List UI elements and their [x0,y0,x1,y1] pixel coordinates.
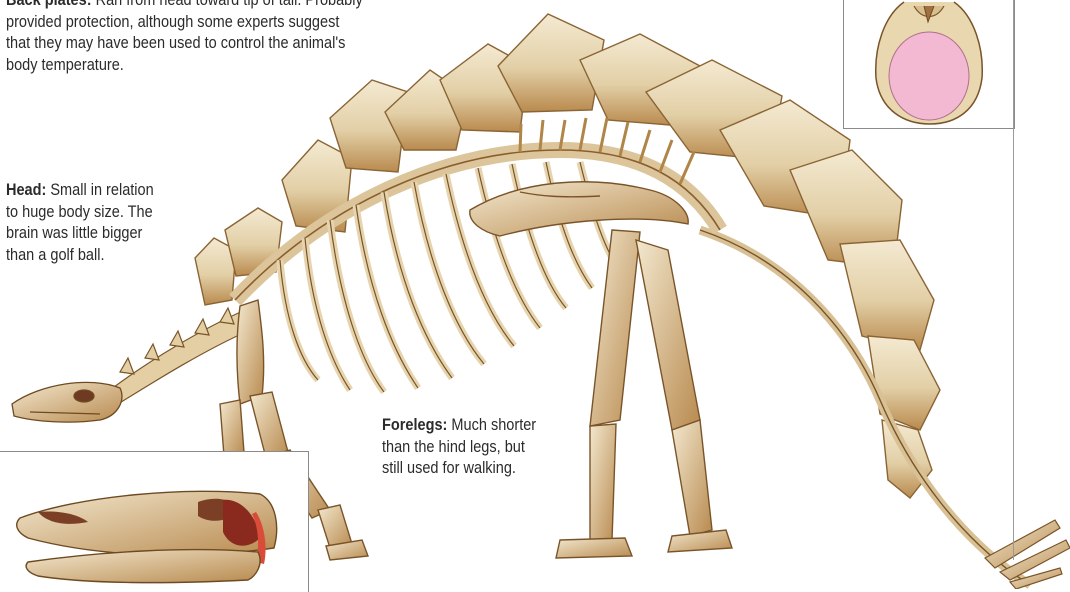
caption-back-plates: Back plates: Ran from head toward tip of… [6,0,367,76]
frame-divider [1013,0,1014,560]
caption-forelegs-label: Forelegs: [382,416,447,434]
tail-spikes [985,520,1070,589]
caption-head-label: Head: [6,181,46,199]
cross-section-illustration [844,0,1014,128]
caption-back-plates-label: Back plates: [6,0,92,9]
skull [12,382,122,422]
skull-closeup-inset [0,451,309,592]
neck-vertebrae [110,308,250,404]
cross-section-inset [843,0,1015,129]
shoulder-blade [237,300,264,404]
caption-back-plates-text: Ran from head toward tip of tail. Probab… [6,0,363,74]
caption-head: Head: Small in relation to huge body siz… [6,180,160,266]
pelvis [470,182,688,236]
skull-closeup-illustration [0,452,308,592]
caption-forelegs: Forelegs: Much shorter than the hind leg… [382,415,540,480]
